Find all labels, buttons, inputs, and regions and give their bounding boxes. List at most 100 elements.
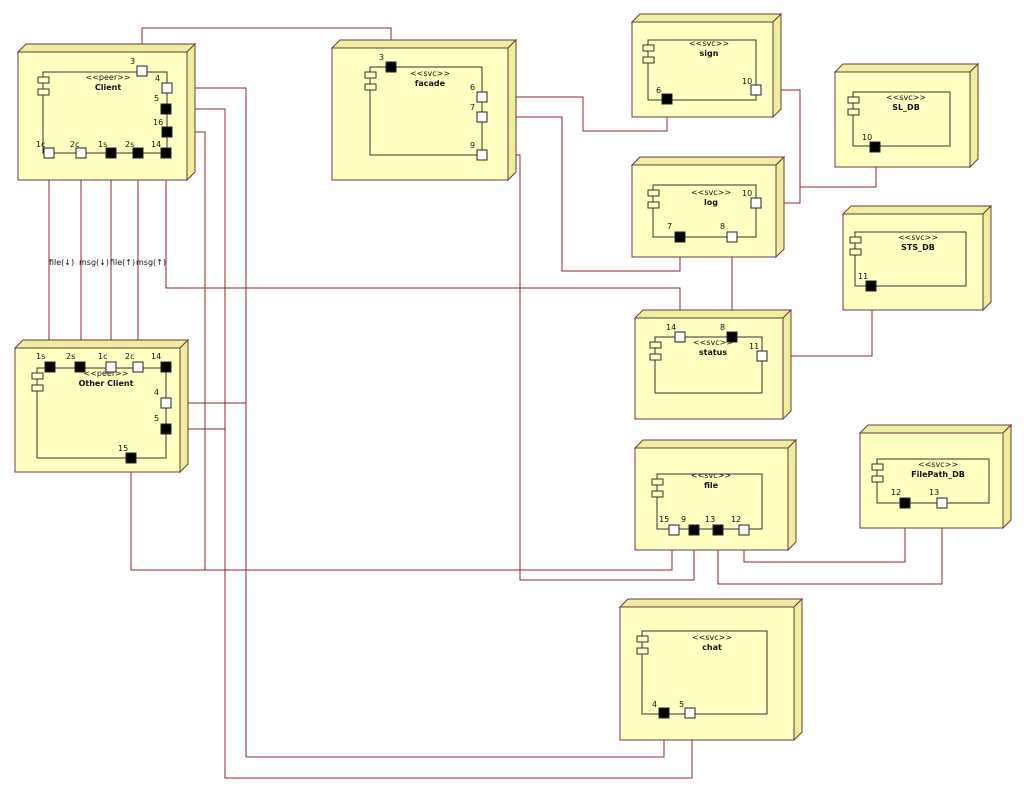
port-status-11[interactable]: 11	[749, 342, 768, 362]
port-client-4[interactable]: 4	[155, 74, 173, 94]
port-label: 8	[720, 323, 725, 332]
port-filepathdb-13[interactable]: 13	[929, 488, 948, 509]
node-sign[interactable]: <<svc>>sign	[630, 12, 783, 119]
node-front-face	[634, 317, 784, 420]
node-side-face	[982, 204, 992, 312]
port-label: 10	[742, 189, 752, 198]
port-label: 5	[154, 94, 159, 103]
port-stsdb-11[interactable]: 11	[858, 272, 877, 292]
port-required-icon	[43, 147, 55, 159]
port-sign-6[interactable]: 6	[656, 86, 673, 105]
port-file-9[interactable]: 9	[681, 515, 700, 536]
port-file-15[interactable]: 15	[659, 515, 680, 536]
node-status[interactable]: <<svc>>status	[633, 308, 793, 421]
port-label: 6	[656, 86, 661, 95]
port-label: 9	[470, 141, 475, 150]
port-provided-icon	[674, 231, 686, 243]
port-other-4[interactable]: 4	[154, 388, 172, 409]
port-label: 2c	[125, 352, 135, 361]
port-other-14[interactable]: 14	[151, 352, 172, 373]
node-facade[interactable]: <<svc>>facade	[330, 38, 518, 182]
port-required-icon	[161, 82, 173, 94]
node-front-face	[14, 347, 181, 473]
port-log-8[interactable]: 8	[720, 222, 738, 243]
node-side-face	[782, 308, 792, 421]
component-tab-icon	[647, 201, 660, 209]
node-name: sign	[700, 49, 719, 58]
node-front-face	[619, 606, 795, 741]
port-other-1s[interactable]: 1s	[36, 352, 56, 373]
port-label: 3	[130, 57, 135, 66]
node-chat[interactable]: <<svc>>chat	[618, 597, 804, 742]
port-other-2c[interactable]: 2c	[125, 352, 144, 373]
node-log[interactable]: <<svc>>log	[630, 155, 786, 259]
connector-wire	[717, 508, 943, 585]
port-label: 1s	[98, 140, 107, 149]
node-stsdb[interactable]: <<svc>>STS_DB	[841, 204, 993, 312]
port-label: 3	[379, 53, 384, 62]
node-top-face	[16, 43, 197, 53]
component-tab-icon	[649, 341, 662, 349]
connector-wire	[171, 108, 693, 779]
port-client-3[interactable]: 3	[130, 57, 148, 77]
port-label: 7	[470, 103, 475, 112]
port-client-5[interactable]: 5	[154, 94, 172, 115]
node-front-face	[17, 51, 188, 181]
component-tab-icon	[651, 478, 664, 486]
port-client-1c[interactable]: 1c	[36, 140, 55, 159]
node-file[interactable]: <<svc>>file	[633, 438, 798, 552]
port-client-1s[interactable]: 1s	[98, 140, 117, 159]
port-provided-icon	[160, 361, 172, 373]
port-sldb-10[interactable]: 10	[862, 133, 881, 153]
port-client-2s[interactable]: 2s	[125, 140, 144, 159]
port-label: 2s	[125, 140, 134, 149]
port-required-icon	[132, 361, 144, 373]
port-client-2c[interactable]: 2c	[70, 140, 87, 159]
component-frame	[36, 367, 167, 459]
port-label: 4	[155, 74, 160, 83]
port-client-16[interactable]: 16	[153, 118, 173, 138]
port-provided-icon	[161, 126, 173, 138]
node-top-face	[630, 13, 783, 23]
node-top-face	[330, 39, 518, 49]
port-label: 15	[118, 444, 128, 453]
port-other-5[interactable]: 5	[154, 414, 172, 435]
node-sldb[interactable]: <<svc>>SL_DB	[833, 62, 980, 169]
component-tab-icon	[849, 248, 862, 256]
port-log-7[interactable]: 7	[667, 222, 686, 243]
connector-wire	[130, 463, 205, 571]
port-provided-icon	[899, 497, 911, 509]
port-chat-5[interactable]: 5	[679, 700, 696, 719]
port-file-13[interactable]: 13	[705, 515, 724, 536]
node-name: status	[699, 348, 728, 357]
port-required-icon	[476, 91, 488, 103]
port-label: 16	[153, 118, 163, 127]
port-client-14[interactable]: 14	[151, 140, 172, 159]
port-filepathdb-12[interactable]: 12	[891, 488, 911, 509]
node-top-face	[841, 205, 993, 215]
port-provided-icon	[74, 361, 86, 373]
node-name: SL_DB	[892, 103, 920, 112]
port-file-12[interactable]: 12	[731, 515, 750, 536]
node-client[interactable]: <<peer>>Client	[16, 42, 197, 182]
port-other-15[interactable]: 15	[118, 444, 137, 464]
node-filepathdb[interactable]: <<svc>>FilePath_DB	[858, 423, 1013, 530]
node-name: Client	[95, 83, 121, 92]
port-log-10[interactable]: 10	[742, 189, 762, 209]
port-label: 8	[720, 222, 725, 231]
port-facade-6[interactable]: 6	[470, 83, 488, 103]
port-facade-7[interactable]: 7	[470, 103, 488, 123]
port-facade-9[interactable]: 9	[470, 141, 488, 161]
component-tab-icon	[37, 88, 50, 96]
node-other[interactable]: <<peer>>Other Client	[13, 338, 190, 474]
port-status-14[interactable]: 14	[666, 323, 686, 343]
port-other-2s[interactable]: 2s	[66, 352, 86, 373]
port-sign-10[interactable]: 10	[742, 77, 762, 96]
node-stereotype: <<svc>>	[691, 471, 731, 480]
node-side-face	[775, 155, 785, 259]
port-chat-4[interactable]: 4	[652, 700, 670, 719]
port-facade-3[interactable]: 3	[379, 53, 397, 73]
node-front-face	[631, 164, 777, 258]
port-other-1c[interactable]: 1c	[98, 352, 117, 373]
port-status-8[interactable]: 8	[720, 323, 738, 343]
